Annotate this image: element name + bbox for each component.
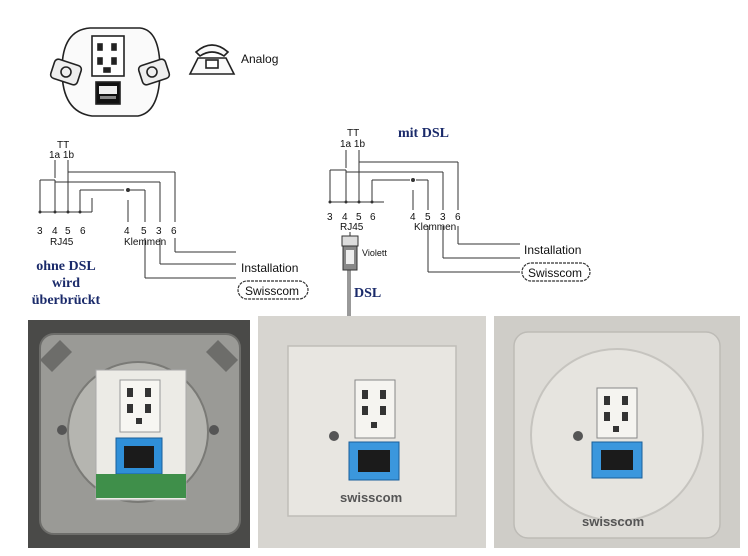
right-klemmen-pin-4: 4 [410, 212, 416, 223]
middle-brand-text: swisscom [340, 490, 402, 505]
left-klemmen-pin-5: 5 [141, 226, 147, 237]
photo-square-cover: swisscom [258, 316, 486, 548]
photo-open-socket [28, 320, 250, 548]
right-rj45-pin-4: 4 [342, 212, 348, 223]
left-wiring-diagram: TT 1a 1b [32, 140, 309, 308]
right-tt-pins: 1a 1b [340, 139, 365, 150]
left-installation-label: Installation [241, 261, 298, 275]
right-dsl-label: DSL [354, 286, 381, 301]
left-klemmen-pin-6: 6 [171, 226, 177, 237]
left-klemmen-label: Klemmen [124, 237, 166, 248]
left-rj45-pin-6: 6 [80, 226, 86, 237]
left-wires [39, 160, 236, 279]
left-tt-label: TT [57, 140, 69, 151]
phone-label: Analog [241, 52, 278, 66]
left-note-line-1: ohne DSL [36, 259, 96, 274]
right-klemmen-pin-3: 3 [440, 212, 446, 223]
left-note-line-3: überbrückt [32, 293, 101, 308]
right-brand-text: swisscom [582, 514, 644, 529]
left-note-line-2: wird [52, 276, 80, 291]
right-wires [329, 150, 520, 320]
left-rj45-label: RJ45 [50, 237, 74, 248]
left-klemmen-pin-3: 3 [156, 226, 162, 237]
left-tt-pins: 1a 1b [49, 150, 74, 161]
left-rj45-pin-4: 4 [52, 226, 58, 237]
left-rj45-pin-3: 3 [37, 226, 43, 237]
right-swisscom-cloud: Swisscom [521, 262, 591, 282]
right-rj45-pin-6: 6 [370, 212, 376, 223]
right-wiring-diagram: mit DSL TT 1a 1b [327, 126, 591, 320]
rj45-plug-icon [341, 235, 359, 271]
left-rj45-pin-5: 5 [65, 226, 71, 237]
right-klemmen-pin-6: 6 [455, 212, 461, 223]
photo-round-cover: swisscom [494, 316, 740, 548]
right-cable-label: Violett [362, 248, 387, 258]
socket-front-drawing [49, 27, 171, 117]
left-klemmen-pin-4: 4 [124, 226, 130, 237]
right-klemmen-pin-5: 5 [425, 212, 431, 223]
phone-icon [188, 44, 236, 75]
right-rj45-pin-5: 5 [356, 212, 362, 223]
right-installation-label: Installation [524, 243, 581, 257]
right-swisscom-label: Swisscom [528, 266, 582, 280]
right-rj45-label: RJ45 [340, 222, 364, 233]
right-tt-label: TT [347, 128, 359, 139]
right-klemmen-label: Klemmen [414, 222, 456, 233]
right-junction-dots [328, 178, 415, 204]
left-swisscom-cloud: Swisscom [237, 280, 309, 300]
left-swisscom-label: Swisscom [245, 284, 299, 298]
left-junction-dots [38, 188, 130, 214]
right-title: mit DSL [398, 126, 449, 141]
right-rj45-pin-3: 3 [327, 212, 333, 223]
